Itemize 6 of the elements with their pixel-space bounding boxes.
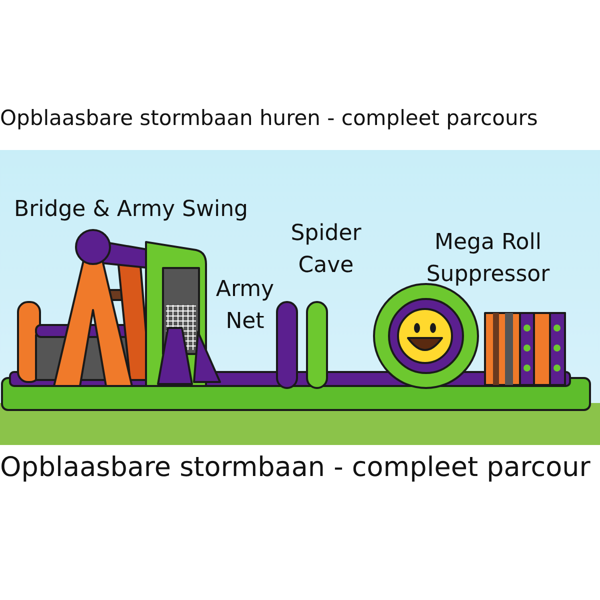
part-label: Spider Cave (290, 221, 362, 278)
caption: Opblaasbare stormbaan - compleet parcour (0, 452, 590, 483)
part-label: Mega Roll Suppressor (426, 230, 550, 287)
title: Opblaasbare stormbaan huren - compleet parcours (0, 106, 538, 130)
part-label: Army Net (216, 277, 274, 334)
part-label: Bridge & Army Swing (14, 197, 248, 222)
